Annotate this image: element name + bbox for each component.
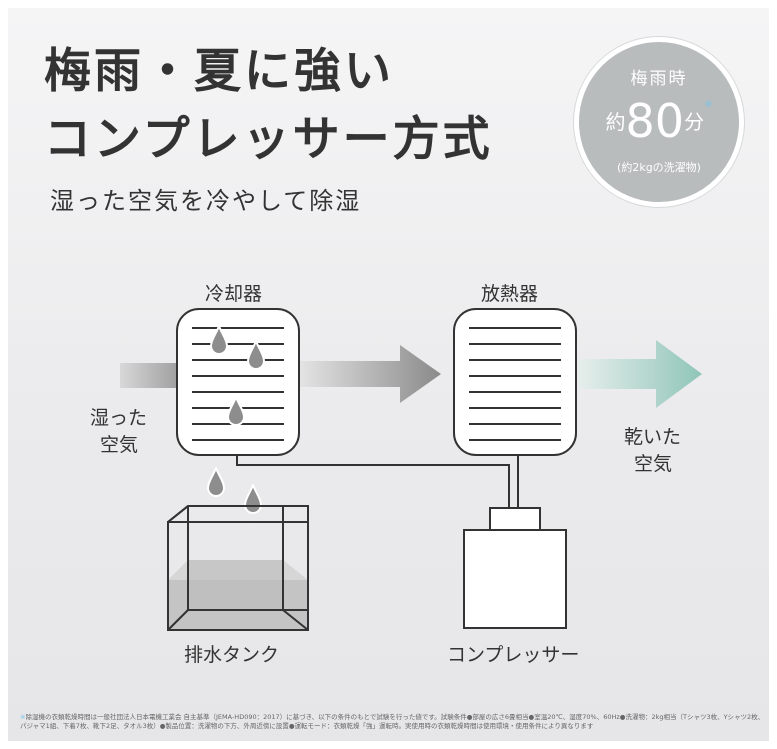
water-drop-icon [244,484,262,514]
footnote: ※除湿機の衣類乾燥時間は一般社団法人日本電機工業会 自主基準（JEMA-HD09… [20,713,760,731]
page-title-line2: コンプレッサー方式 [44,112,493,167]
arrow-right-icon [296,345,441,403]
dry-air-label-2: 空気 [634,453,673,475]
badge-season: 梅雨時 [630,69,688,89]
drying-time-badge: 梅雨時 約80分※ (約2kgの洗濯物) [574,37,744,207]
dry-air-label-1: 乾いた [624,426,682,448]
footnote-mark: ※ [20,713,26,721]
page-title-line1: 梅雨・夏に強い [44,44,394,99]
badge-note: (約2kgの洗濯物) [617,161,701,174]
water-drop-icon [207,467,225,497]
humid-air-label-1: 湿った [90,407,148,429]
badge-value: 80 [625,94,685,148]
badge-suffix: 分 [684,110,705,134]
dry-air-arrow [578,340,702,408]
footnote-line2: パジャマ1組、下着7枚、靴下2足、タオル3枚）●製品位置：洗濯物の下方、外周近傍… [20,722,594,730]
compressor-label: コンプレッサー [447,644,580,666]
cooler-unit [176,308,300,456]
badge-prefix: 約 [605,110,626,134]
humid-air-label-2: 空気 [100,434,139,456]
compressor [463,507,567,629]
refrigerant-pipe [236,455,519,510]
cooler-label: 冷却器 [205,283,263,305]
drain-tank-label: 排水タンク [184,644,280,666]
footnote-line1: 除湿機の衣類乾燥時間は一般社団法人日本電機工業会 自主基準（JEMA-HD090… [25,713,760,721]
radiator-label: 放熱器 [481,283,539,305]
badge-star: ※ [704,99,713,110]
drain-tank [167,505,309,631]
badge-time: 約80分※ [579,94,739,148]
radiator-unit [453,308,577,456]
page-subtitle: 湿った空気を冷やして除湿 [50,187,362,215]
